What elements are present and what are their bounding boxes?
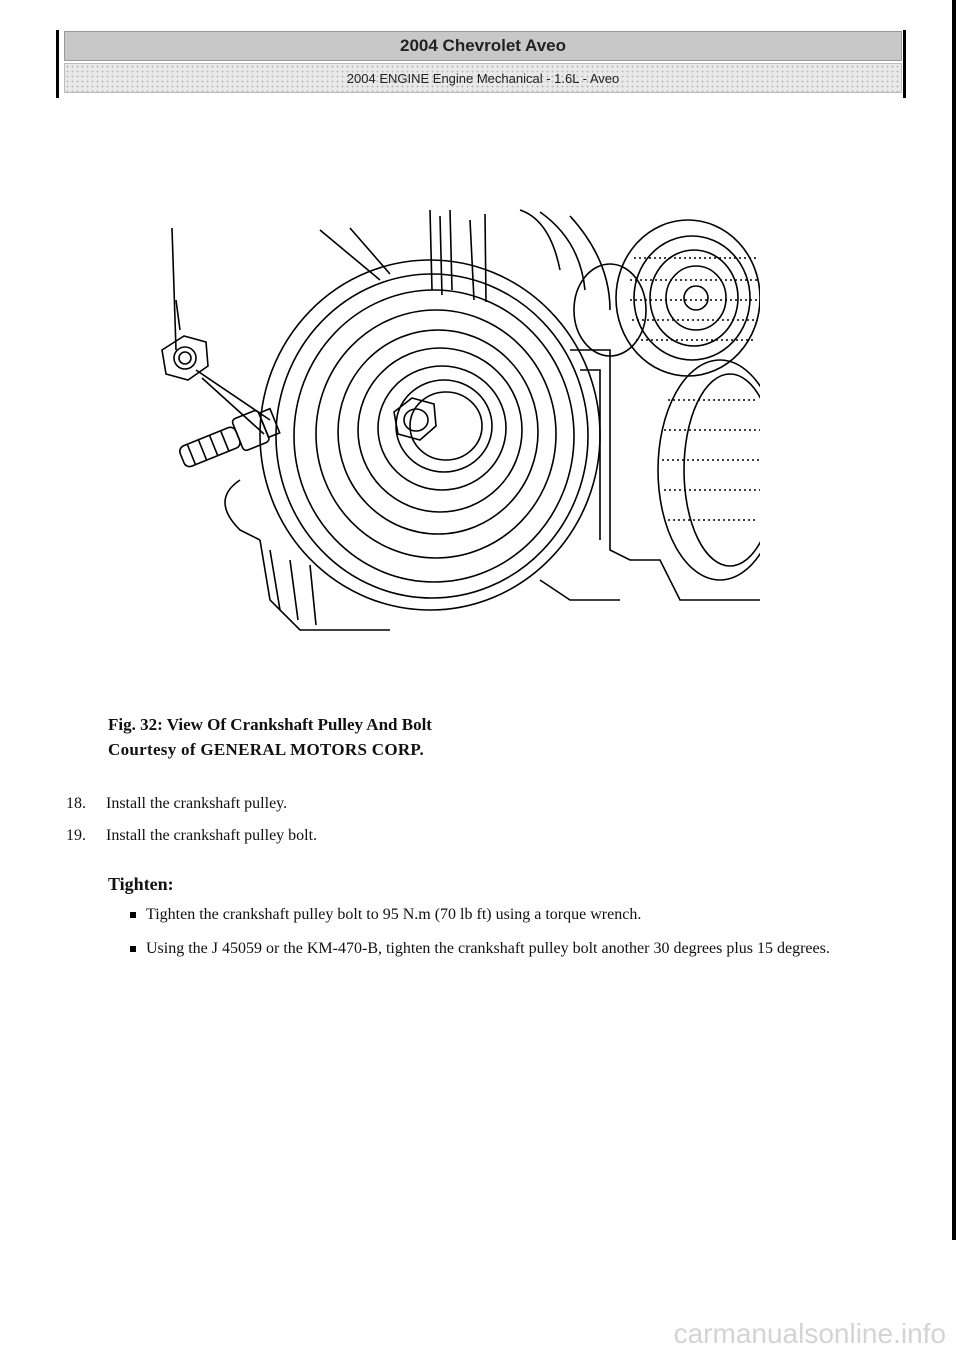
header-frame-left — [56, 30, 59, 98]
alternator-pulley — [657, 359, 760, 581]
crankshaft-pulley-illustration — [140, 200, 760, 670]
figure-credit: Courtesy of GENERAL MOTORS CORP. — [108, 740, 425, 759]
watermark: carmanualsonline.info — [673, 1318, 946, 1349]
document-title-bar: 2004 Chevrolet Aveo — [64, 31, 902, 61]
step-text: Install the crankshaft pulley bolt. — [106, 827, 318, 844]
tighten-item-text: Using the J 45059 or the KM-470-B, tight… — [146, 940, 830, 957]
tighten-heading: Tighten: — [108, 874, 174, 894]
bullet-icon — [130, 912, 136, 918]
page-right-border — [952, 0, 956, 1240]
tighten-item-text: Tighten the crankshaft pulley bolt to 95… — [146, 906, 642, 923]
figure-caption: Fig. 32: View Of Crankshaft Pulley And B… — [108, 715, 432, 734]
document-subtitle-bar: 2004 ENGINE Engine Mechanical - 1.6L - A… — [64, 63, 902, 93]
crankshaft-pulley — [259, 259, 601, 611]
bolt-callout-icon — [161, 335, 209, 381]
header-frame-right — [903, 30, 906, 98]
idler-pulley — [573, 219, 760, 377]
step-text: Install the crankshaft pulley. — [106, 795, 288, 812]
bullet-icon — [130, 946, 136, 952]
step-number: 19. — [66, 827, 86, 844]
step-number: 18. — [66, 795, 86, 812]
